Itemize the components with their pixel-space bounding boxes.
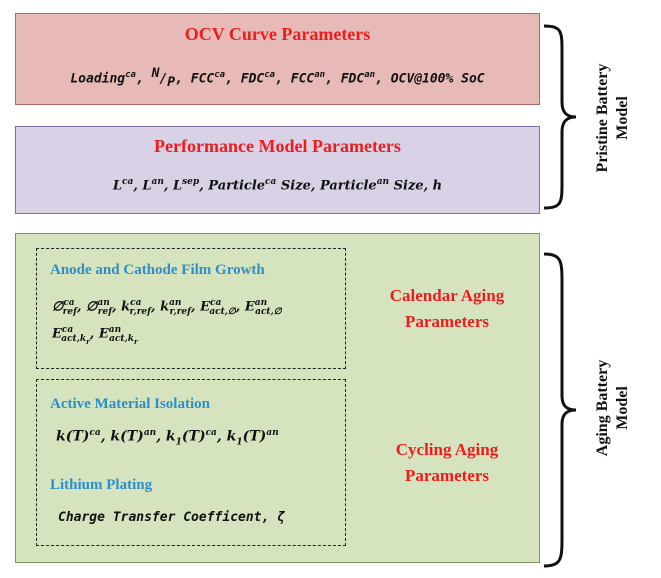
film-growth-params-line2: Ecaact,kr, Eanact,kr xyxy=(52,325,138,346)
film-growth-params-line1: ∅caref, ∅anref, kcar,ref, kanr,ref, Ecaa… xyxy=(52,298,282,317)
plating-title: Lithium Plating xyxy=(50,477,153,493)
aging-parameters-box xyxy=(15,233,540,563)
cycling-aging-title: Cycling Aging Parameters xyxy=(395,440,499,485)
ocv-title: OCV Curve Parameters xyxy=(184,24,371,44)
performance-parameters-box: Performance Model Parameters Lca, Lan, L… xyxy=(15,126,540,214)
aging-battery-model-label: Aging Battery Model xyxy=(594,359,631,457)
pristine-battery-model-label: Pristine Battery Model xyxy=(594,63,631,173)
ocv-parameter-list: Loadingca, N/P, FCCca, FDCca, FCCan, FDC… xyxy=(70,66,485,90)
performance-title: Performance Model Parameters xyxy=(154,136,401,156)
performance-parameter-list: Lca, Lan, Lsep, Particleca Size, Particl… xyxy=(112,177,443,194)
isolation-plating-group xyxy=(36,379,346,546)
film-growth-group xyxy=(36,248,346,369)
isolation-params: k(T)ca, k(T)an, k1(T)ca, k1(T)an xyxy=(56,428,279,448)
ocv-parameters-box: OCV Curve Parameters Loadingca, N/P, FCC… xyxy=(15,13,540,105)
plating-params: Charge Transfer Coefficent, ζ xyxy=(58,510,285,525)
calendar-aging-title: Calendar Aging Parameters xyxy=(389,286,505,331)
film-growth-title: Anode and Cathode Film Growth xyxy=(50,262,265,278)
aging-brace xyxy=(543,252,577,568)
isolation-title: Active Material Isolation xyxy=(50,396,210,412)
pristine-brace xyxy=(543,24,577,210)
